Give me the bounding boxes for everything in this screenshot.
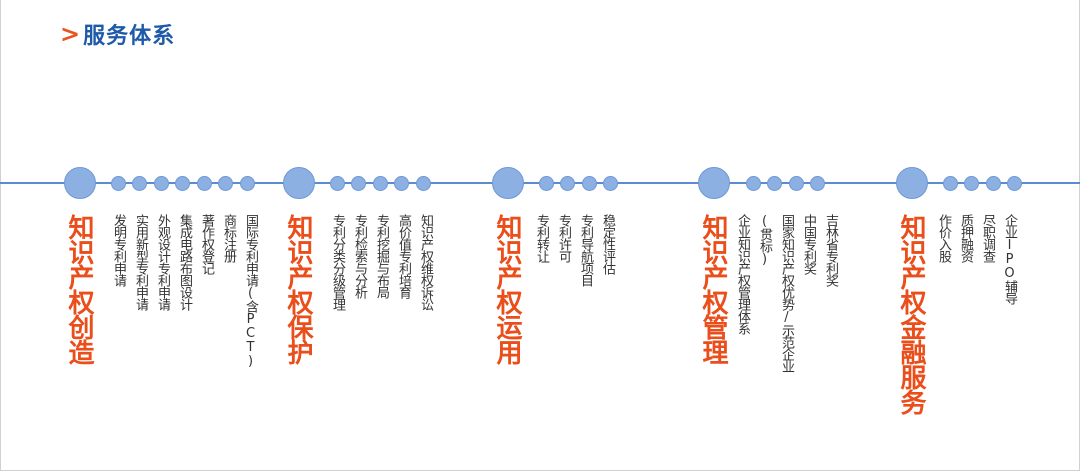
item-node bbox=[745, 176, 761, 191]
item-node bbox=[560, 176, 575, 191]
item-node bbox=[110, 176, 126, 191]
service-item: 实用新型专利申请 bbox=[133, 214, 148, 310]
service-item: 国家知识产权优势/示范企业 bbox=[779, 214, 794, 372]
service-item: 中国专利奖 bbox=[801, 214, 816, 274]
item-node bbox=[985, 176, 1001, 191]
service-item: 专利分类分级管理 bbox=[330, 214, 345, 310]
item-node bbox=[538, 176, 554, 191]
service-item: 尽职调查 bbox=[980, 214, 995, 262]
item-node bbox=[372, 176, 388, 191]
service-item: 稳定性评估 bbox=[600, 214, 615, 274]
category-node bbox=[492, 167, 524, 199]
item-node bbox=[153, 176, 169, 191]
item-node bbox=[964, 176, 979, 191]
category-node bbox=[283, 167, 315, 199]
item-node bbox=[239, 176, 255, 191]
item-node bbox=[810, 176, 825, 191]
item-node bbox=[132, 176, 147, 191]
service-item: (贯标) bbox=[757, 214, 772, 266]
item-node bbox=[767, 176, 782, 191]
service-item: 企业IPO辅导 bbox=[1002, 214, 1017, 304]
item-node bbox=[329, 176, 345, 191]
service-item: 专利许可 bbox=[556, 214, 571, 262]
item-node bbox=[394, 176, 409, 191]
item-node bbox=[351, 176, 366, 191]
service-item: 高价值专利培育 bbox=[396, 214, 411, 298]
category-node bbox=[698, 167, 730, 199]
service-item: 著作权登记 bbox=[199, 214, 214, 274]
category-label: 知识产权管理 bbox=[698, 214, 728, 364]
item-node bbox=[196, 176, 212, 191]
service-item: 专利检索与分析 bbox=[352, 214, 367, 298]
category-node bbox=[896, 167, 928, 199]
category-label: 知识产权创造 bbox=[64, 214, 94, 364]
service-item: 知识产权维权诉讼 bbox=[418, 214, 433, 310]
chevron-right-icon: > bbox=[60, 20, 81, 48]
service-item: 发明专利申请 bbox=[111, 214, 126, 286]
service-item: 作价入股 bbox=[936, 214, 951, 262]
category-label: 知识产权保护 bbox=[283, 214, 313, 364]
item-node bbox=[1007, 176, 1022, 191]
item-node bbox=[175, 176, 190, 191]
service-item: 商标注册 bbox=[221, 214, 236, 262]
service-item: 专利转让 bbox=[534, 214, 549, 262]
service-item: 企业知识产权管理体系 bbox=[735, 214, 750, 334]
item-node bbox=[218, 176, 233, 191]
section-header: > 服务体系 bbox=[60, 18, 175, 50]
item-node bbox=[942, 176, 958, 191]
service-item: 专利挖掘与布局 bbox=[374, 214, 389, 298]
category-label: 知识产权金融服务 bbox=[896, 214, 926, 414]
item-node bbox=[788, 176, 804, 191]
service-item: 专利导航项目 bbox=[578, 214, 593, 286]
item-node bbox=[581, 176, 597, 191]
item-node bbox=[415, 176, 431, 191]
section-title: 服务体系 bbox=[83, 24, 176, 49]
service-item: 吉林省专利奖 bbox=[823, 214, 838, 286]
service-item: 外观设计专利申请 bbox=[155, 214, 170, 310]
service-item: 质押融资 bbox=[958, 214, 973, 262]
category-label: 知识产权运用 bbox=[492, 214, 522, 364]
service-item: 集成电路布图设计 bbox=[177, 214, 192, 310]
item-node bbox=[603, 176, 618, 191]
service-item: 国际专利申请(含PCT) bbox=[243, 214, 258, 368]
category-node bbox=[64, 167, 96, 199]
